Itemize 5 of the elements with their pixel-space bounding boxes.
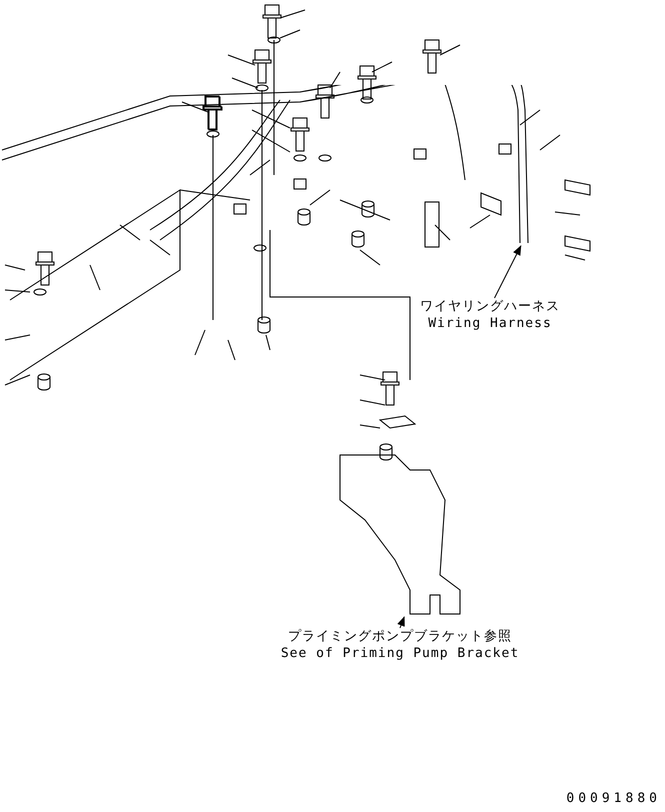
callout-text: ワイヤリングハーネス Wiring Harness (420, 299, 560, 331)
leader-arrow (494, 245, 522, 298)
leader-arrow (397, 616, 405, 628)
drawing-number: 00091880 (566, 790, 661, 807)
callout-text: プライミングポンプブラケット参照 See of Priming Pump Bracket (280, 629, 520, 661)
